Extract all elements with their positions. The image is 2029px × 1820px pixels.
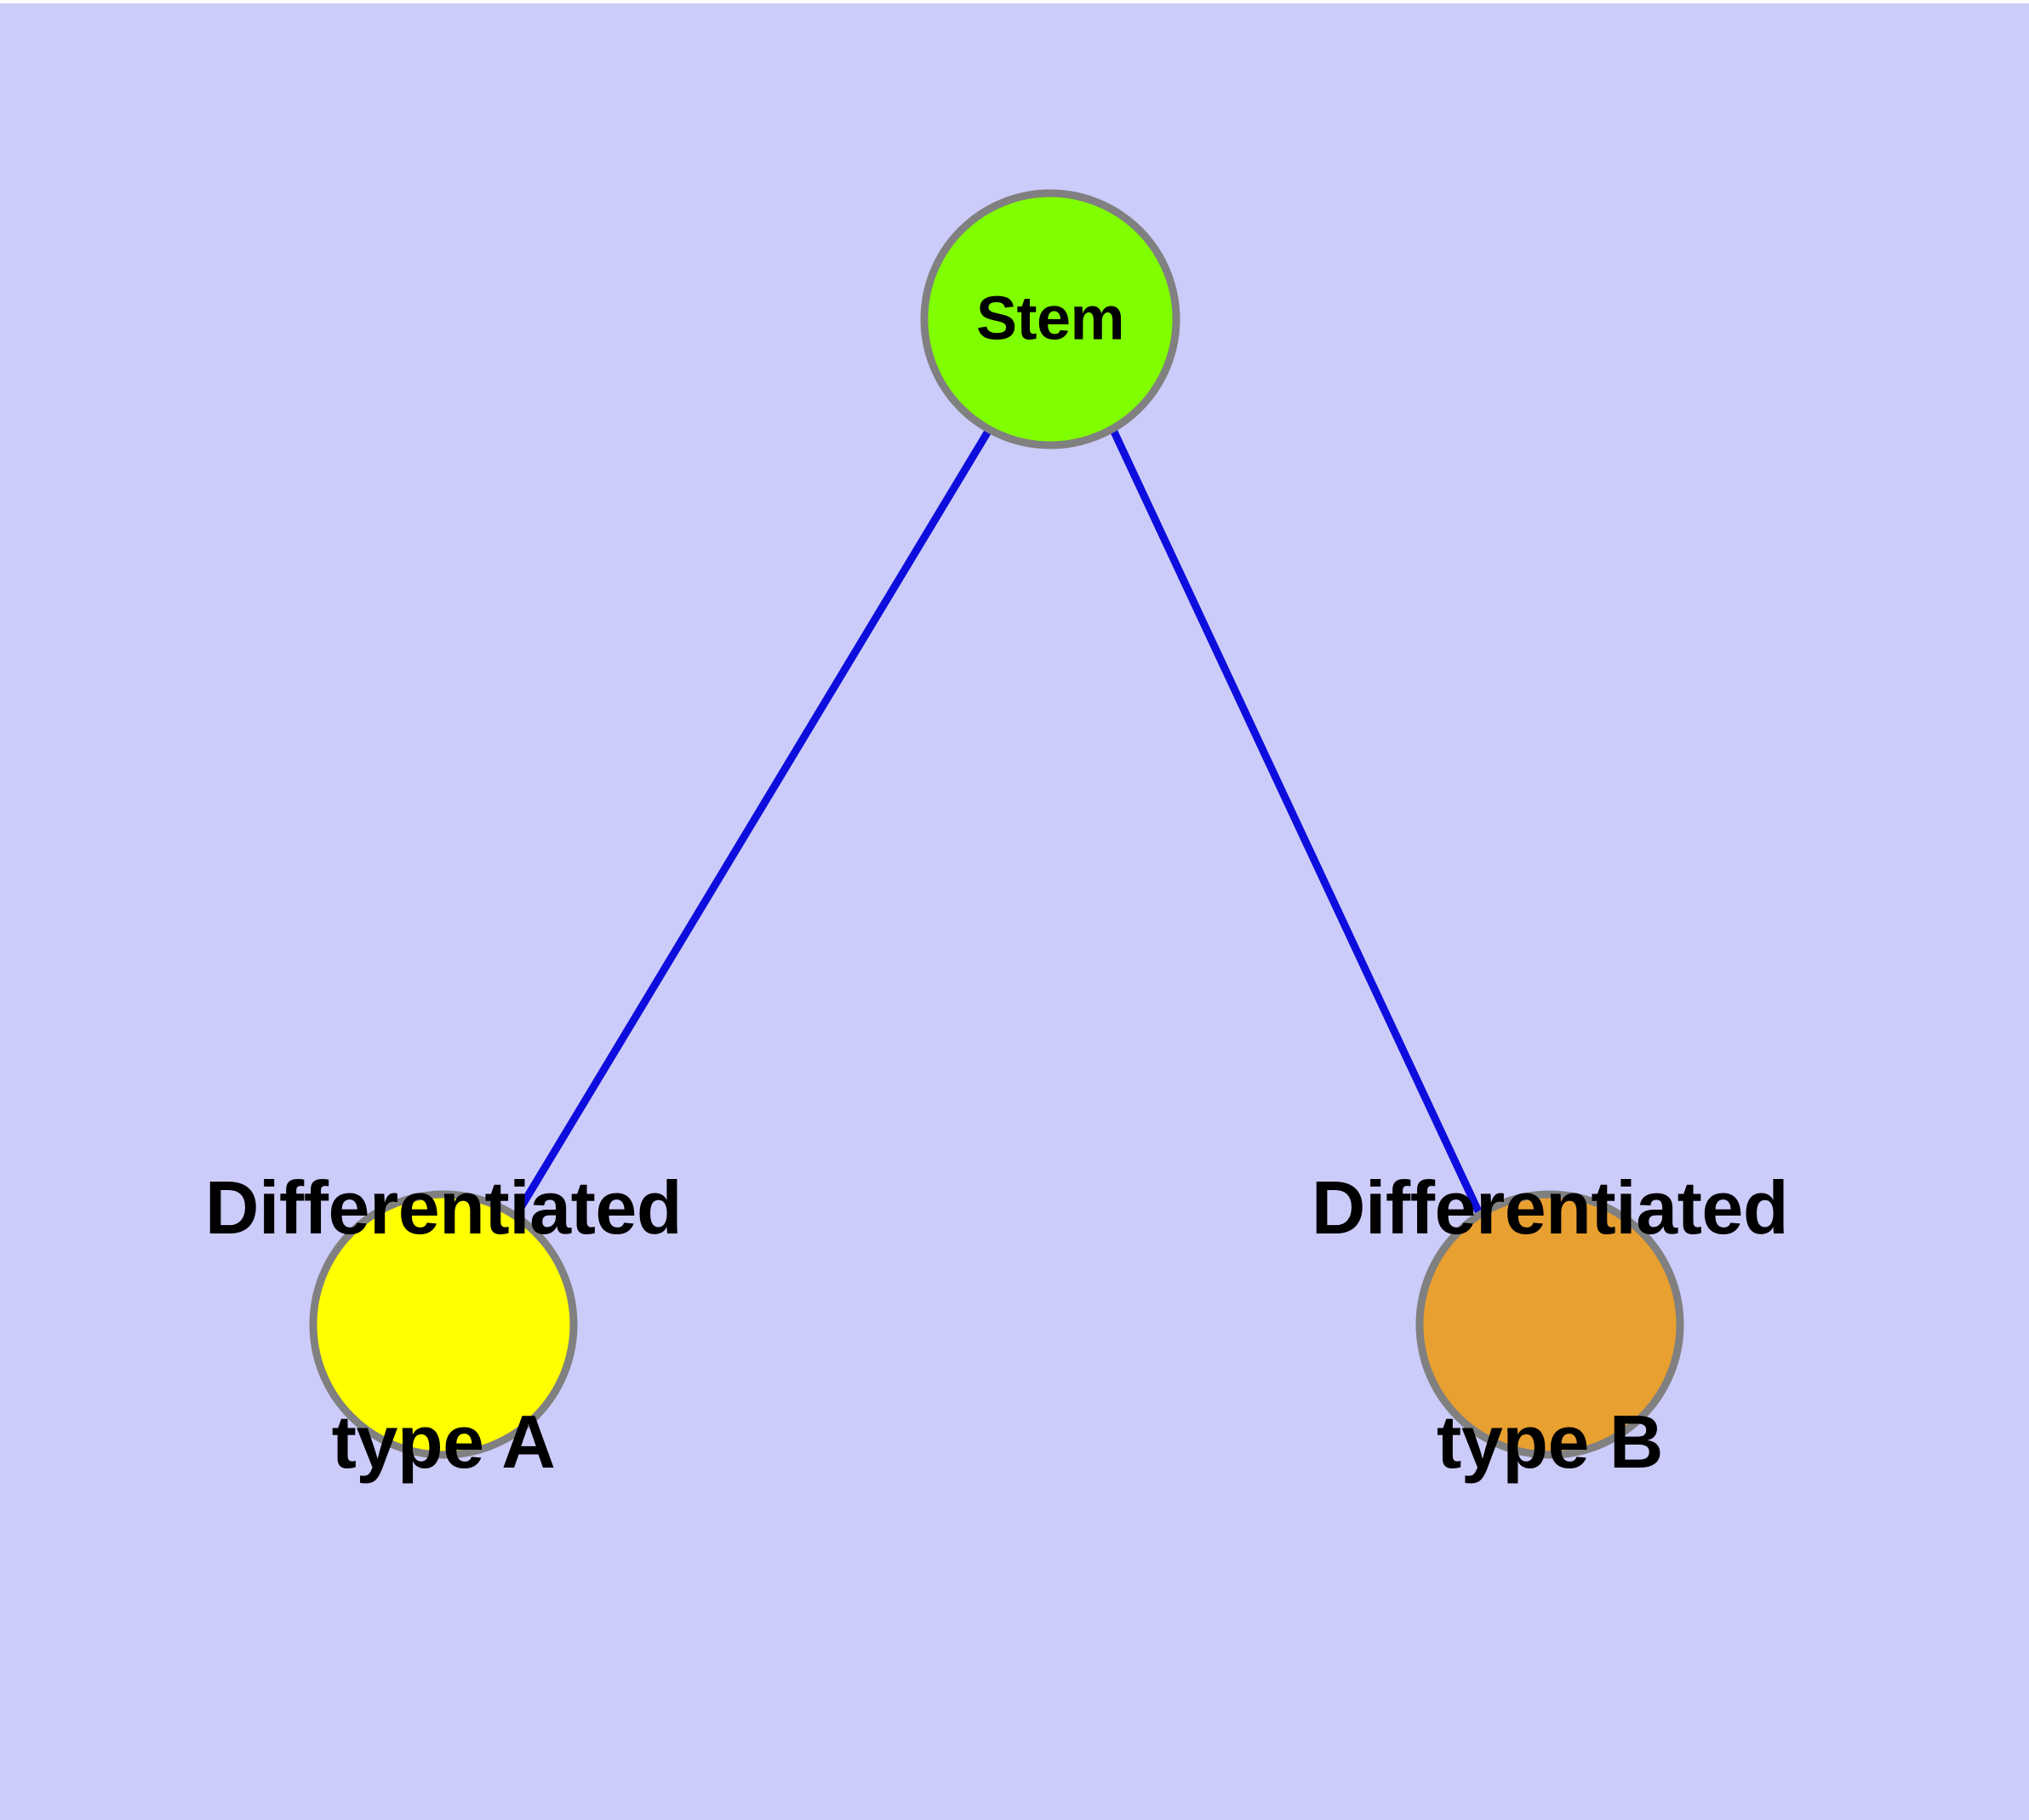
edge-layer: [513, 426, 1483, 1217]
node-differentiated-type-a[interactable]: [309, 1190, 578, 1459]
node-stem[interactable]: [920, 189, 1180, 449]
node-differentiated-type-b[interactable]: [1415, 1190, 1684, 1459]
edge-stem-to-differentiated-type-b: [1109, 426, 1483, 1217]
node-layer: [309, 189, 1684, 1459]
edge-stem-to-differentiated-type-a: [513, 426, 993, 1217]
